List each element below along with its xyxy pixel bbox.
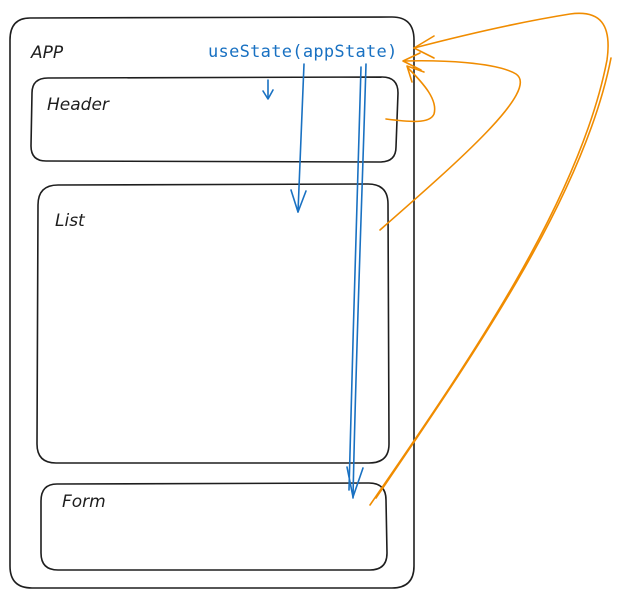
state-arrow-to-list [290,63,307,213]
header-label: Header [47,95,110,115]
use-state-label: useState(appState) [208,42,398,62]
state-arrow-to-header [262,79,274,100]
update-arrow-from-header [385,65,436,123]
header-box [30,76,399,163]
update-arrow-from-list [379,52,522,231]
form-box [40,482,388,571]
update-arrow-from-form [369,12,612,506]
update-flow-arrows [369,12,612,506]
app-label: APP [30,43,64,63]
list-box [36,183,390,464]
state-flow-arrows [262,63,367,499]
list-label: List [55,211,86,231]
form-label: Form [62,492,106,512]
state-arrow-to-form [346,63,367,499]
